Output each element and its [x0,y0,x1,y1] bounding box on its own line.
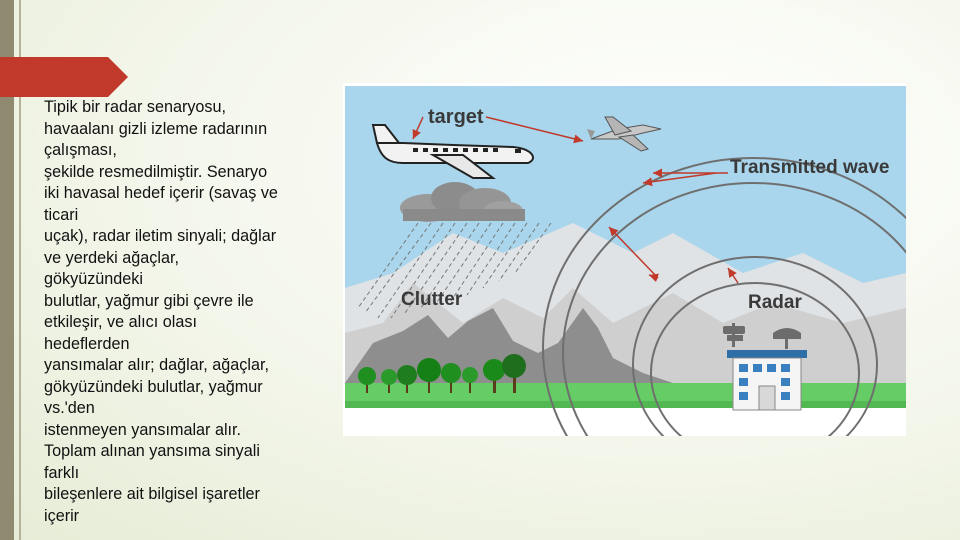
radar-building [727,350,807,411]
label-transmitted-wave: Transmitted wave [730,157,889,178]
fighter-jet [587,116,662,152]
label-radar: Radar [748,292,802,313]
wave-innermost [650,282,860,436]
body-line: farklı [44,463,80,482]
rain-streaks [357,222,552,319]
body-line: uçak), radar iletim sinyali; dağlar [44,227,277,245]
label-clutter: Clutter [401,289,463,310]
radar-scenario-figure: target Transmitted wave Clutter Radar [343,83,906,436]
body-line: vs.'den [44,399,95,417]
body-line: etkileşir, ve alıcı olası [44,313,197,331]
left-decor-bar [0,0,14,540]
body-line: gökyüzündeki [44,270,143,288]
body-line: ticari [44,205,79,224]
accent-tab [0,57,128,97]
commercial-plane [371,124,534,179]
wave-middle [562,182,906,436]
left-decor-line [19,0,21,540]
body-line: iki havasal hedef içerir (savaş ve [44,184,278,202]
body-line: hedeflerden [44,334,130,353]
body-line: havaalanı gizli izleme radarının [44,119,268,138]
body-line: ve yerdeki ağaçlar, [44,248,179,267]
body-line: Tipik bir radar senaryosu, [44,98,227,116]
body-line: gökyüzündeki bulutlar, yağmur [44,377,263,396]
label-target: target [428,106,484,128]
body-line: yansımalar alır; dağlar, ağaçlar, [44,356,269,374]
wave-inner [632,256,878,436]
body-text: Tipik bir radar senaryosu, havaalanı gizl… [44,97,319,527]
body-line: içerir [44,506,80,525]
trees [358,354,526,393]
radar-antennas [723,323,801,349]
body-line: bileşenlere ait bilgisel işaretler [44,485,260,503]
body-line: Toplam alınan yansıma sinyali [44,442,260,460]
wave-outer [542,157,906,436]
body-line: çalışması, [44,141,117,159]
reflection-arrows [412,116,739,284]
body-line: bulutlar, yağmur gibi çevre ile [44,291,254,310]
body-line: istenmeyen yansımalar alır. [44,420,242,439]
rain-cloud [400,182,525,222]
body-line: şekilde resmedilmiştir. Senaryo [44,162,268,181]
